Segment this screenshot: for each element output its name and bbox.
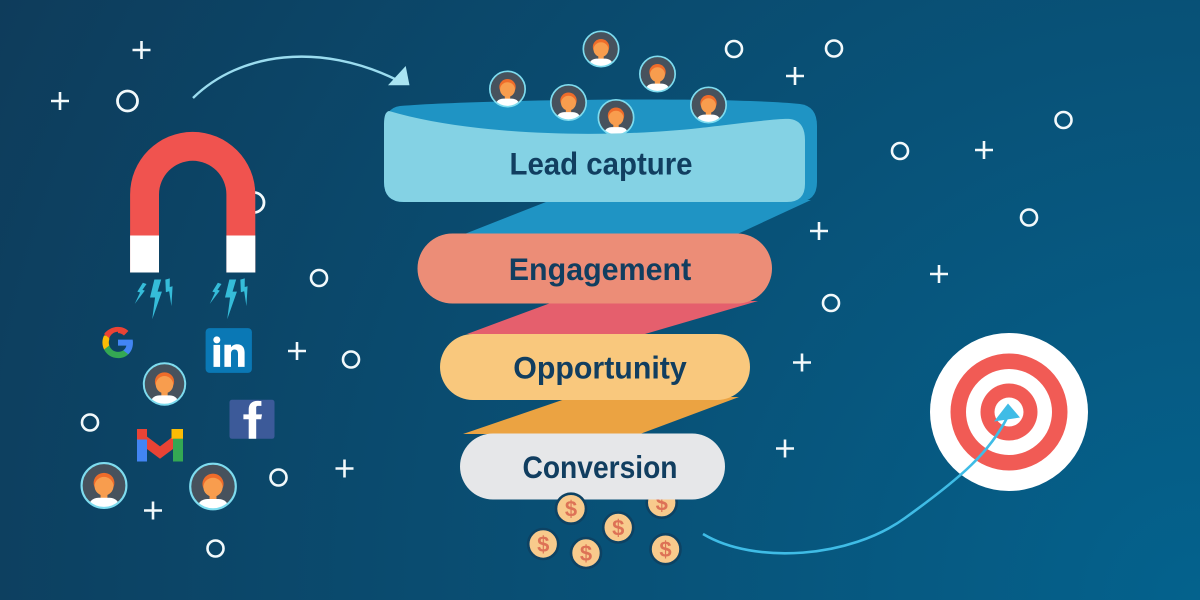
svg-text:Opportunity: Opportunity [513, 349, 687, 385]
svg-text:Engagement: Engagement [509, 251, 692, 287]
svg-text:Lead capture: Lead capture [510, 146, 693, 182]
svg-text:Conversion: Conversion [523, 449, 678, 485]
